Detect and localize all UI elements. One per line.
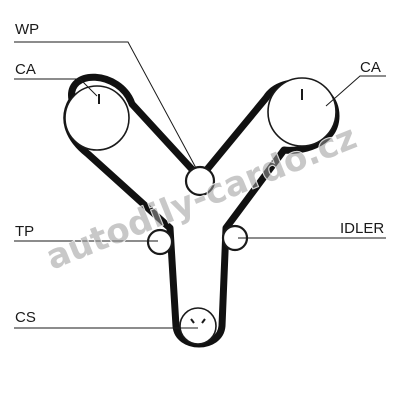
tensioner-pulley (146, 228, 174, 256)
crankshaft-pulley (179, 307, 217, 345)
idler-label: IDLER (340, 220, 384, 237)
ca-right-leader-line (325, 75, 386, 107)
ca-left-label: CA (15, 61, 36, 78)
camshaft-pulley-right (267, 77, 337, 147)
cs-label: CS (15, 309, 36, 326)
camshaft-pulley-left (64, 85, 130, 151)
timing-belt (63, 73, 340, 348)
crankshaft-timing-mark-left (190, 318, 195, 324)
ca-left-leader-line (14, 78, 98, 97)
ca-right-label: CA (360, 59, 381, 76)
crankshaft-timing-mark-right (201, 318, 206, 324)
water-pump-pulley (184, 165, 216, 197)
tp-label: TP (15, 223, 34, 240)
wp-leader-line (14, 41, 197, 169)
wp-label: WP (15, 21, 39, 38)
